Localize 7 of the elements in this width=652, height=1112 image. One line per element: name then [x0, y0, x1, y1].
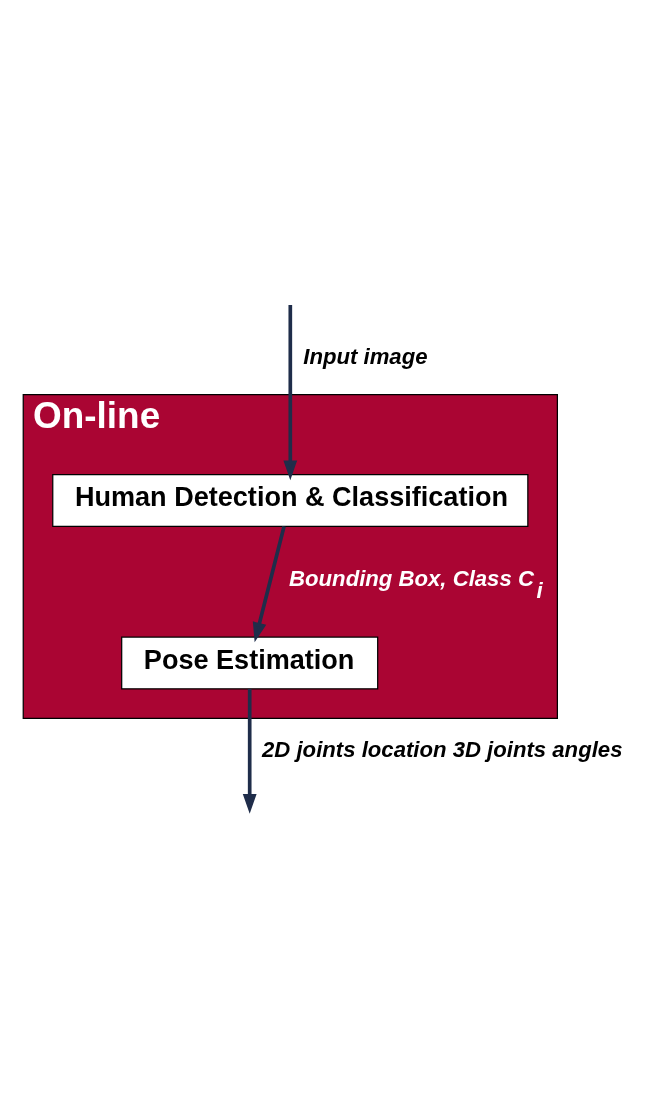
- edge-label: Input image: [303, 343, 428, 369]
- arrow: [252, 525, 286, 642]
- arrow: [242, 688, 257, 814]
- edge-label: 2D joints location 3D joints angles: [262, 736, 623, 762]
- arrow: [283, 304, 298, 480]
- node-box: Pose Estimation: [121, 636, 379, 689]
- node-box: Human Detection & Classification: [52, 473, 529, 527]
